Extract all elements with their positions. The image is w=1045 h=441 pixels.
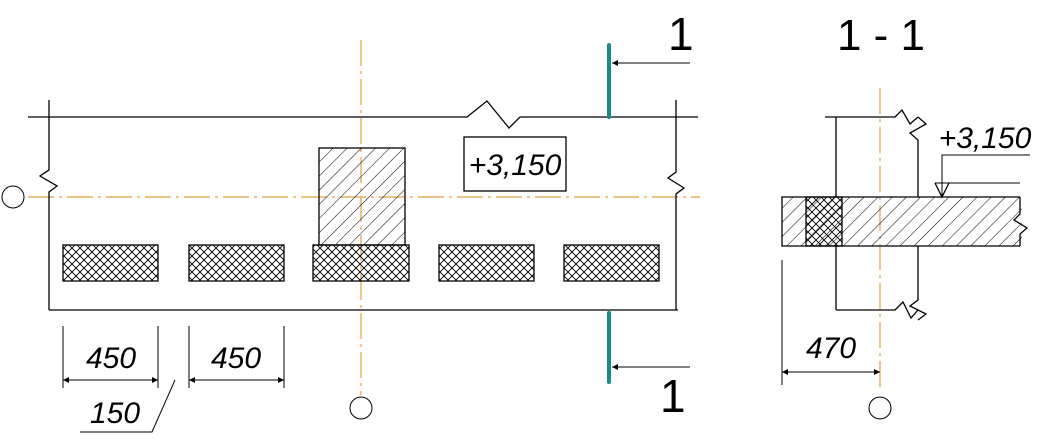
section-wall-right-bottom <box>908 246 928 321</box>
section-dim-label: 470 <box>806 332 856 365</box>
section-mark-bottom: 1 <box>660 370 686 422</box>
left-break-line <box>38 100 59 310</box>
dim-label-3: 150 <box>90 397 140 430</box>
section-mark-top: 1 <box>668 8 694 60</box>
section-elevation-leader <box>941 154 1030 170</box>
block-4 <box>438 244 535 282</box>
section-wall-right-top <box>908 116 928 197</box>
section-title: 1 - 1 <box>837 11 925 60</box>
section-block-cross <box>805 196 843 247</box>
block-3 <box>312 244 410 282</box>
dim-label-1: 450 <box>86 342 136 375</box>
block-1 <box>62 244 159 282</box>
elevation-box <box>463 136 567 192</box>
block-2 <box>188 244 285 282</box>
wall-top-line <box>28 100 698 129</box>
dim-leader-150 <box>80 379 176 433</box>
right-break-line <box>666 100 686 310</box>
axis-marker-left <box>1 185 25 209</box>
elevation-plan-label: +3,150 <box>469 149 562 182</box>
section-axis-marker <box>868 396 892 420</box>
plan-view: +3,150 1 1 450 450 150 <box>1 8 700 433</box>
block-5 <box>563 244 660 282</box>
elevation-section-label: +3,150 <box>939 122 1032 155</box>
axis-marker-bottom <box>349 396 373 420</box>
section-slab-break <box>1012 197 1029 246</box>
section-wall-top-break <box>825 108 919 126</box>
section-slab-outline <box>781 196 1020 247</box>
column-hatch <box>318 147 406 246</box>
section-view: 1 - 1 +3,150 470 <box>781 11 1032 420</box>
dim-label-2: 450 <box>211 342 261 375</box>
section-wall-bottom-break <box>836 300 919 320</box>
